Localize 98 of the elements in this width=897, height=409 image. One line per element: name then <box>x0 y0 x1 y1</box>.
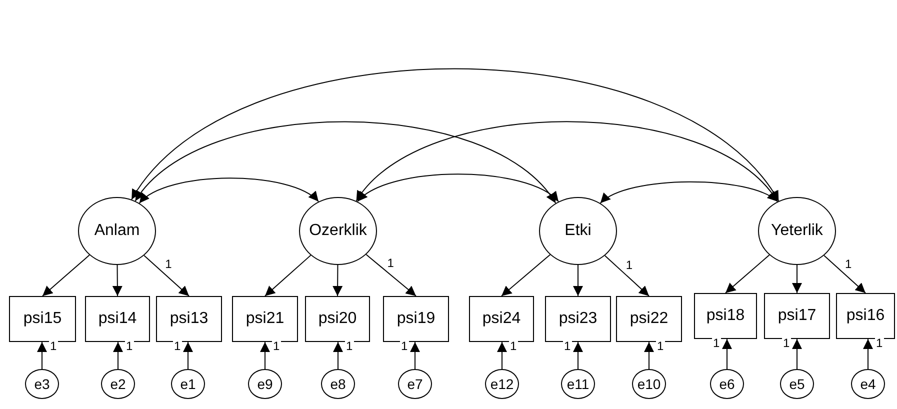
node-label: e12 <box>490 376 514 392</box>
edge-label: 1 <box>712 337 721 349</box>
node-label: e11 <box>566 376 590 392</box>
observed-variable-box <box>469 296 534 342</box>
covariance-arrow <box>356 121 778 202</box>
arrow <box>113 342 123 370</box>
node-label: psi13 <box>170 310 208 328</box>
node-label: e2 <box>110 376 126 392</box>
node-label: e7 <box>407 376 423 392</box>
observed-variable-box <box>764 293 830 339</box>
arrow <box>863 338 873 370</box>
edge-label: 1 <box>400 340 409 352</box>
arrow <box>824 255 866 294</box>
observed-variable-box <box>836 293 895 339</box>
arrow <box>644 342 654 370</box>
edge-label: 1 <box>782 337 791 349</box>
node-label: Ozerklik <box>309 222 367 240</box>
observed-variable-box <box>305 296 370 342</box>
arrow <box>42 254 90 296</box>
edge-label: 1 <box>173 340 182 352</box>
node-label: e5 <box>789 376 805 392</box>
arrow <box>264 254 312 296</box>
node-label: psi15 <box>23 310 62 328</box>
node-label: e3 <box>34 376 50 392</box>
arrow <box>144 254 190 296</box>
arrow <box>183 342 193 370</box>
arrow <box>722 338 732 370</box>
node-label: psi24 <box>482 310 521 328</box>
edge-label: 1 <box>125 340 134 352</box>
edge-label: 1 <box>272 340 281 352</box>
covariance-arrow <box>131 68 780 202</box>
error-circle <box>485 369 519 399</box>
covariance-arrow <box>600 181 778 204</box>
edge-label: 1 <box>875 337 884 349</box>
node-label: e1 <box>180 376 196 392</box>
node-label: e4 <box>860 376 876 392</box>
node-label: psi18 <box>706 307 745 325</box>
edge-label: 1 <box>563 340 572 352</box>
error-circle <box>248 369 282 399</box>
arrow <box>497 342 507 370</box>
edge-label: 1 <box>844 258 853 270</box>
node-label: Etki <box>564 222 592 240</box>
arrow <box>573 264 583 296</box>
node-label: psi21 <box>246 310 284 328</box>
arrow <box>725 254 770 294</box>
arrow <box>792 264 802 294</box>
node-label: e8 <box>330 376 346 392</box>
covariance-arrow <box>134 121 556 204</box>
edge-label: 1 <box>624 258 634 271</box>
observed-variable-box <box>694 293 757 339</box>
error-circle <box>171 369 205 399</box>
node-label: e10 <box>637 376 661 392</box>
covariance-arrow <box>138 178 319 204</box>
node-label: Anlam <box>94 222 140 240</box>
arrow <box>332 264 343 296</box>
observed-variable-box <box>9 296 76 342</box>
node-label: psi23 <box>558 310 598 328</box>
arrow <box>501 254 551 296</box>
arrow <box>260 342 270 370</box>
error-circle <box>561 369 595 399</box>
node-label: psi19 <box>396 310 436 328</box>
error-circle <box>25 369 59 399</box>
edge-label: 1 <box>509 340 518 352</box>
error-circle <box>632 369 666 399</box>
observed-variable-box <box>545 296 611 342</box>
observed-variable-box <box>232 296 298 342</box>
edge-label: 1 <box>164 258 173 270</box>
node-label: e9 <box>257 376 273 392</box>
edge-label: 1 <box>345 340 354 352</box>
arrow <box>604 255 650 296</box>
arrow <box>333 342 343 370</box>
arrow <box>410 342 420 370</box>
error-circle <box>780 369 814 399</box>
covariance-arrow <box>357 174 559 202</box>
arrow <box>573 342 583 370</box>
observed-variable-box <box>85 296 150 342</box>
error-circle <box>321 369 355 399</box>
observed-variable-box <box>616 296 682 342</box>
node-label: e6 <box>719 376 735 392</box>
node-label: psi22 <box>630 310 668 328</box>
edge-label: 1 <box>49 340 58 352</box>
edge-label: 1 <box>386 257 395 270</box>
arrow <box>792 338 802 370</box>
edge-label: 1 <box>656 340 665 352</box>
arrow <box>112 264 122 296</box>
error-circle <box>710 369 744 399</box>
error-circle <box>101 369 135 399</box>
error-circle <box>398 369 432 399</box>
node-label: Yeterlik <box>771 222 823 240</box>
observed-variable-box <box>156 296 222 342</box>
observed-variable-box <box>383 296 449 342</box>
arrow <box>366 254 416 296</box>
error-circle <box>851 369 885 399</box>
arrow <box>37 342 47 370</box>
node-label: psi16 <box>846 307 885 325</box>
node-label: psi17 <box>778 307 816 325</box>
node-label: psi14 <box>98 310 137 328</box>
node-label: psi20 <box>318 310 357 328</box>
